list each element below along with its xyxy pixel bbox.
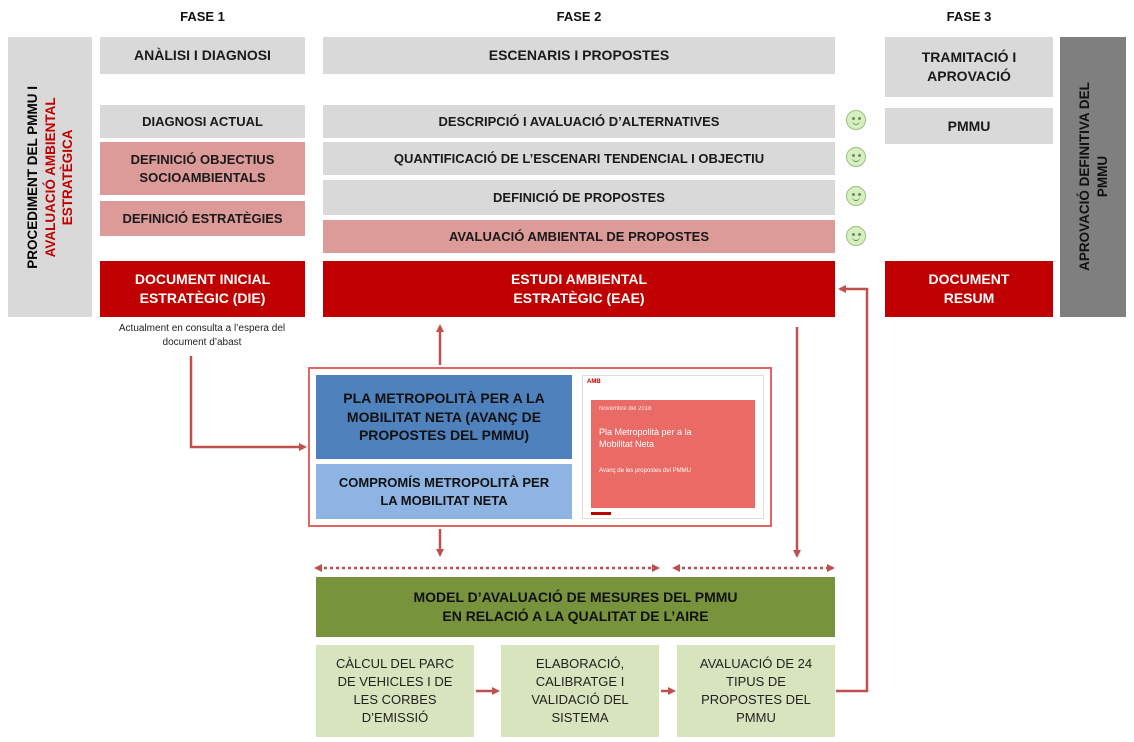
thumb-footer-bar xyxy=(591,512,611,515)
smiley-icon xyxy=(846,110,866,130)
phase-2-heading: FASE 2 xyxy=(556,9,602,24)
quantificacio-box: QUANTIFICACIÓ DE L’ESCENARI TENDENCIAL I… xyxy=(323,142,835,175)
document-thumbnail: AMB Novembre del 2018 Pla Metropolità pe… xyxy=(582,375,764,519)
smiley-icon xyxy=(846,147,866,167)
thumb-cover: Novembre del 2018 Pla Metropolità per a … xyxy=(591,400,755,508)
diagnosi-actual-box: DIAGNOSI ACTUAL xyxy=(100,105,305,138)
model-step-3: AVALUACIÓ DE 24 TIPUS DE PROPOSTES DEL P… xyxy=(677,645,835,737)
phase-3-heading: FASE 3 xyxy=(946,9,992,24)
eae-box: ESTUDI AMBIENTAL ESTRATÈGIC (EAE) xyxy=(323,261,835,317)
arrow-step3-to-eae xyxy=(836,285,869,693)
dotted-arrow-left-start xyxy=(314,564,322,572)
document-resum-box: DOCUMENT RESUM xyxy=(885,261,1053,317)
avaluacio-ambiental-box: AVALUACIÓ AMBIENTAL DE PROPOSTES xyxy=(323,220,835,253)
fase3-header-box: TRAMITACIÓ I APROVACIÓ xyxy=(885,37,1053,97)
model-title-line1: MODEL D’AVALUACIÓ DE MESURES DEL PMMU xyxy=(413,589,738,606)
fase1-header-box: ANÀLISI I DIAGNOSI xyxy=(100,37,305,74)
smiley-icon xyxy=(846,186,866,206)
pmmu-box: PMMU xyxy=(885,108,1053,144)
alternatives-box: DESCRIPCIÓ I AVALUACIÓ D’ALTERNATIVES xyxy=(323,105,835,138)
dotted-arrow-right-start xyxy=(672,564,680,572)
die-note: Actualment en consulta a l’espera del do… xyxy=(118,323,286,348)
left-side-label: PROCEDIMENT DEL PMMU I AVALUACIÓ AMBIENT… xyxy=(8,37,92,317)
objectius-box: DEFINICIÓ OBJECTIUS SOCIOAMBIENTALS xyxy=(100,142,305,195)
propostes-box: DEFINICIÓ DE PROPOSTES xyxy=(323,180,835,215)
fase2-header-box: ESCENARIS I PROPOSTES xyxy=(323,37,835,74)
compromis-box: COMPROMÍS METROPOLITÀ PER LA MOBILITAT N… xyxy=(316,464,572,519)
pla-metropolita-box: PLA METROPOLITÀ PER A LA MOBILITAT NETA … xyxy=(316,375,572,459)
thumb-small-text: Novembre del 2018 xyxy=(599,406,652,412)
phase-1-heading: FASE 1 xyxy=(180,9,225,24)
model-step-2: ELABORACIÓ, CALIBRATGE I VALIDACIÓ DEL S… xyxy=(501,645,659,737)
model-step-1: CÀLCUL DEL PARC DE VEHICLES I DE LES COR… xyxy=(316,645,474,737)
thumb-subtitle: Avanç de les propostes del PMMU xyxy=(599,468,691,475)
thumb-logo: AMB xyxy=(587,379,601,385)
model-title-line2: EN RELACIÓ A LA QUALITAT DE L’AIRE xyxy=(442,608,709,624)
arrow-die-to-pla xyxy=(189,356,307,451)
thumb-title: Pla Metropolità per a la Mobilitat Neta xyxy=(599,427,692,450)
right-side-label: APROVACIÓ DEFINITIVA DEL PMMU xyxy=(1060,37,1126,317)
smiley-icon xyxy=(846,226,866,246)
die-box: DOCUMENT INICIAL ESTRATÈGIC (DIE) xyxy=(100,261,305,317)
model-title-box: MODEL D’AVALUACIÓ DE MESURES DEL PMMU EN… xyxy=(316,577,835,637)
estrategies-box: DEFINICIÓ ESTRATÈGIES xyxy=(100,201,305,236)
